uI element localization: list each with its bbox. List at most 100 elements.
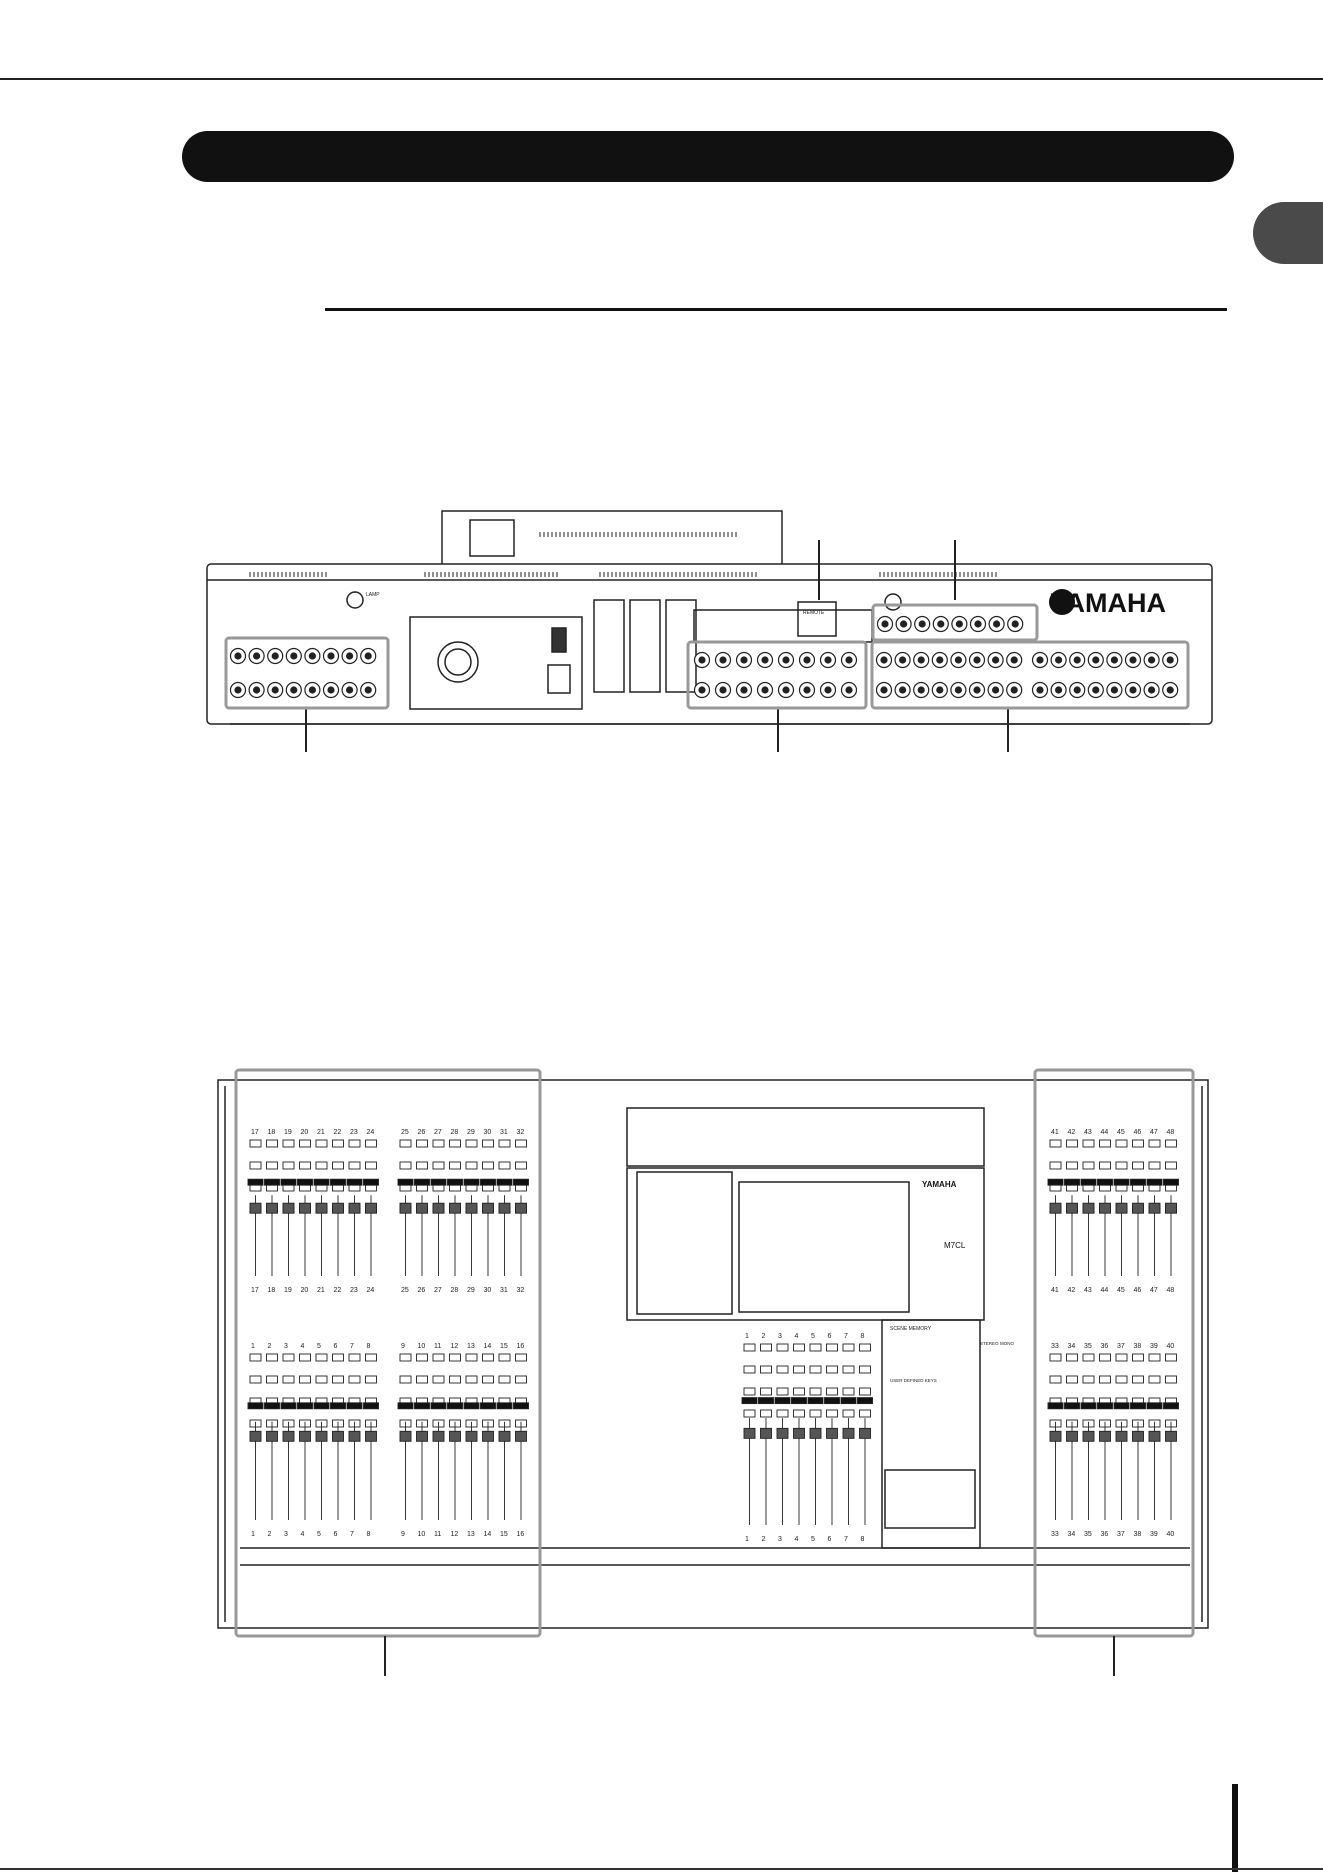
channel-key [760,1343,772,1352]
fader-knob [332,1202,344,1214]
channel-key [266,1161,278,1170]
channel-number-bottom: 4 [301,1531,305,1538]
channel-key [482,1139,494,1148]
channel-name-display [513,1178,529,1186]
fader-knob [348,1430,361,1442]
channel-key [743,1343,756,1352]
channel-number-bottom: 3 [778,1536,782,1543]
channel-key [842,1365,855,1374]
channel-number-top: 25 [401,1129,409,1136]
channel-number-bottom: 15 [500,1531,508,1538]
fader-knob [282,1202,295,1214]
channel-number-bottom: 2 [268,1531,272,1538]
fader-knob [793,1427,805,1439]
channel-key [1049,1375,1062,1384]
channel-number-bottom: 34 [1068,1531,1076,1538]
user-keys-label: USER DEFINED KEYS [890,1378,937,1383]
fader-knob [1082,1202,1095,1214]
channel-key [416,1161,428,1170]
channel-number-top: 23 [350,1129,358,1136]
channel-number-top: 37 [1117,1343,1125,1350]
channel-key [1049,1353,1062,1362]
channel-name-display [480,1178,496,1186]
channel-name-display [857,1397,873,1405]
fader-knob [416,1430,428,1442]
channel-number-top: 19 [284,1129,292,1136]
channel-number-bottom: 14 [484,1531,492,1538]
fader-knob [1066,1430,1078,1442]
channel-name-display [313,1178,330,1186]
channel-number-bottom: 21 [317,1287,325,1294]
channel-number-bottom: 46 [1134,1287,1142,1294]
channel-number-bottom: 33 [1051,1531,1059,1538]
channel-key [826,1343,838,1352]
channel-name-display [1130,1178,1146,1186]
channel-number-top: 42 [1068,1129,1076,1136]
channel-number-top: 8 [367,1343,371,1350]
channel-name-display [264,1178,280,1186]
fader-knob [743,1427,756,1439]
channel-key [1082,1375,1095,1384]
channel-key [809,1365,822,1374]
channel-key [1165,1139,1177,1148]
bottom-rule [0,1868,1323,1870]
channel-key [482,1161,494,1170]
fader-knob [416,1202,428,1214]
channel-key [826,1365,838,1374]
channel-key [743,1365,756,1374]
fader-knob [365,1430,377,1442]
channel-key [465,1353,478,1362]
fader-knob [249,1430,262,1442]
channel-key [348,1375,361,1384]
rear-bridge-plate [469,519,515,557]
remote-label: REMOTE [803,610,825,616]
ac-inlet [547,664,571,694]
channel-name-display [363,1402,379,1410]
fader-knob [249,1202,262,1214]
navigation-keys [884,1469,976,1529]
channel-number-bottom: 27 [434,1287,442,1294]
channel-key [859,1409,871,1418]
channel-key [776,1365,789,1374]
model-label: M7CL [944,1241,966,1250]
channel-number-top: 2 [268,1343,272,1350]
channel-name-display [414,1178,430,1186]
channel-key [1049,1139,1062,1148]
channel-key [1115,1139,1128,1148]
fader-knob [842,1427,855,1439]
channel-key [266,1139,278,1148]
channel-key [1082,1161,1095,1170]
channel-key [760,1409,772,1418]
channel-number-top: 29 [467,1129,475,1136]
channel-number-top: 13 [467,1343,475,1350]
channel-key [332,1353,344,1362]
channel-key [760,1387,772,1396]
fader-knob [1049,1202,1062,1214]
fader-knob [282,1430,295,1442]
scene-memory-area [881,1319,981,1549]
channel-name-display [807,1397,824,1405]
channel-number-top: 8 [861,1333,865,1340]
highlight-input-1 [686,640,868,710]
channel-name-display [346,1178,363,1186]
channel-key [515,1353,527,1362]
channel-number-top: 7 [350,1343,354,1350]
channel-key [1099,1375,1111,1384]
fader-knob [1115,1430,1128,1442]
channel-number-bottom: 47 [1150,1287,1158,1294]
channel-key [299,1139,311,1148]
channel-key [432,1375,445,1384]
fader-knob [1049,1430,1062,1442]
channel-key [809,1343,822,1352]
channel-number-top: 33 [1051,1343,1059,1350]
channel-key [365,1161,377,1170]
fader-knob [299,1430,311,1442]
channel-number-bottom: 43 [1084,1287,1092,1294]
channel-number-bottom: 24 [367,1287,375,1294]
slot-1 [593,599,625,693]
fader-knob [1165,1202,1177,1214]
fader-knob [1148,1202,1161,1214]
stereo-label: STEREO [980,1341,999,1346]
channel-name-display [840,1397,857,1405]
